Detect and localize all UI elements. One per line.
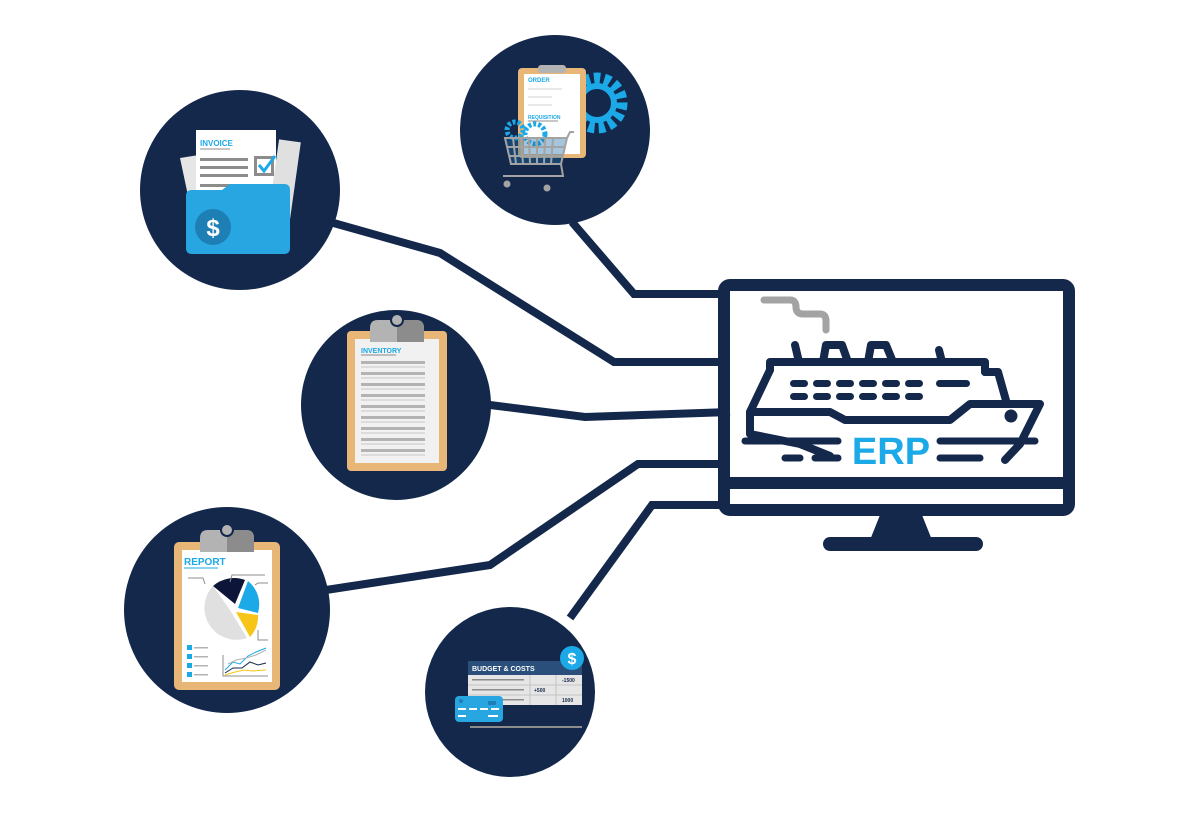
report-label: REPORT (184, 557, 226, 568)
checklist (187, 645, 208, 677)
dollar-icon (560, 646, 584, 670)
budget-row2-col2: +500 (534, 688, 545, 694)
line-chart (222, 647, 268, 677)
connector-invoice (328, 218, 730, 366)
monitor-base (823, 537, 983, 551)
order-label: ORDER (528, 78, 550, 84)
monitor-bezel-divider (724, 477, 1069, 489)
budget-row1-col3: -1500 (562, 678, 575, 684)
node-invoice: INVOICE $ (140, 90, 340, 290)
inventory-label: INVENTORY (361, 348, 402, 355)
budget-row3-col3: 1000 (562, 698, 573, 704)
monitor-frame (718, 279, 1075, 516)
node-order: ORDER REQUISITION (460, 35, 650, 225)
invoice-label: INVOICE (200, 139, 234, 148)
connector-budget (566, 501, 730, 621)
dollar-icon (195, 209, 231, 245)
node-budget: BUDGET & COSTS -1500 +500 1000 $ (425, 607, 595, 777)
connector-report (325, 460, 730, 594)
shopping-cart-gear-icon: ORDER REQUISITION (503, 65, 628, 192)
connector-inventory (489, 401, 731, 422)
monitor: ERP (718, 279, 1075, 551)
credit-card-table-icon: BUDGET & COSTS -1500 +500 1000 $ (455, 646, 584, 728)
connector-lines (325, 218, 731, 621)
check-icon (257, 155, 277, 174)
invoice-folder-icon: INVOICE $ (180, 130, 301, 254)
node-inventory: INVENTORY (301, 310, 491, 500)
clipboard-icon: INVENTORY (347, 313, 447, 471)
smoke-icon (760, 296, 830, 334)
node-report: REPORT (124, 507, 330, 713)
cart-icon (503, 131, 574, 177)
svg-text:$: $ (568, 651, 577, 668)
svg-text:$: $ (206, 215, 220, 242)
erp-label: ERP (852, 431, 930, 473)
monitor-neck (870, 515, 932, 540)
pie-chart-report-icon: REPORT (174, 523, 280, 690)
pie-chart (204, 578, 260, 640)
connector-order (568, 219, 730, 298)
budget-label: BUDGET & COSTS (472, 666, 535, 673)
ship-windows (790, 380, 970, 400)
water-lines (741, 437, 1039, 462)
requisition-label: REQUISITION (528, 115, 561, 121)
